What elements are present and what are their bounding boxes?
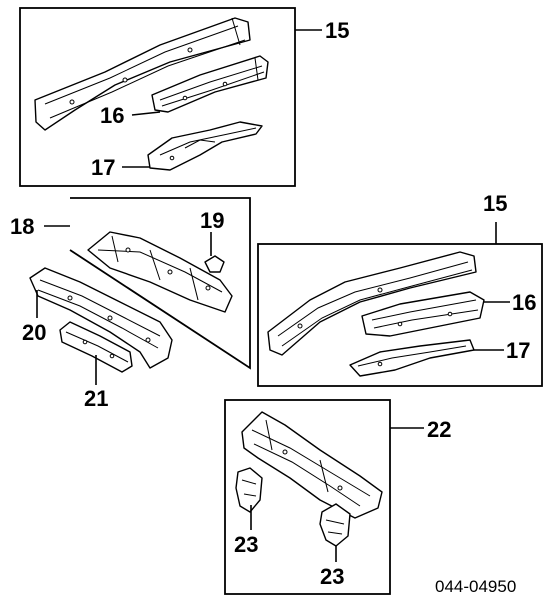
callout-23-left: 23 <box>234 532 258 557</box>
group-18 <box>29 197 251 385</box>
right-inner-part <box>361 291 485 337</box>
top-frame-group <box>19 7 322 187</box>
top-bracket-part <box>147 121 263 171</box>
callout-16-top: 16 <box>100 103 124 128</box>
callout-22: 22 <box>427 417 451 442</box>
upper-crossmember-part <box>87 231 233 313</box>
callout-19: 19 <box>200 208 224 233</box>
right-rail-part <box>267 251 477 356</box>
long-member-part <box>29 267 173 369</box>
drawing-code: 044-04950 <box>435 577 516 596</box>
callout-16-right: 16 <box>512 290 536 315</box>
callout-15-top: 15 <box>325 18 349 43</box>
top-frame-border <box>19 7 296 187</box>
clip-19-part <box>204 232 225 273</box>
top-inner-part <box>151 55 269 113</box>
right-frame-border <box>257 243 543 387</box>
right-bracket-part <box>349 339 475 377</box>
group-22-border <box>224 399 391 595</box>
callout-17-top: 17 <box>91 155 115 180</box>
callout-15-right: 15 <box>483 191 507 216</box>
hinge-right-part <box>319 503 351 547</box>
hinge-left-part <box>235 467 263 513</box>
cowl-panel-part <box>241 411 383 519</box>
group-18-border <box>69 197 251 370</box>
bracket-21-part <box>59 321 133 373</box>
callout-20: 20 <box>22 320 46 345</box>
callout-21: 21 <box>84 386 108 411</box>
callout-23-right: 23 <box>320 564 344 589</box>
right-frame-group <box>257 222 543 387</box>
callout-18: 18 <box>10 214 34 239</box>
group-22 <box>224 399 424 595</box>
top-rail-part <box>34 17 251 131</box>
callout-17-right: 17 <box>506 338 530 363</box>
